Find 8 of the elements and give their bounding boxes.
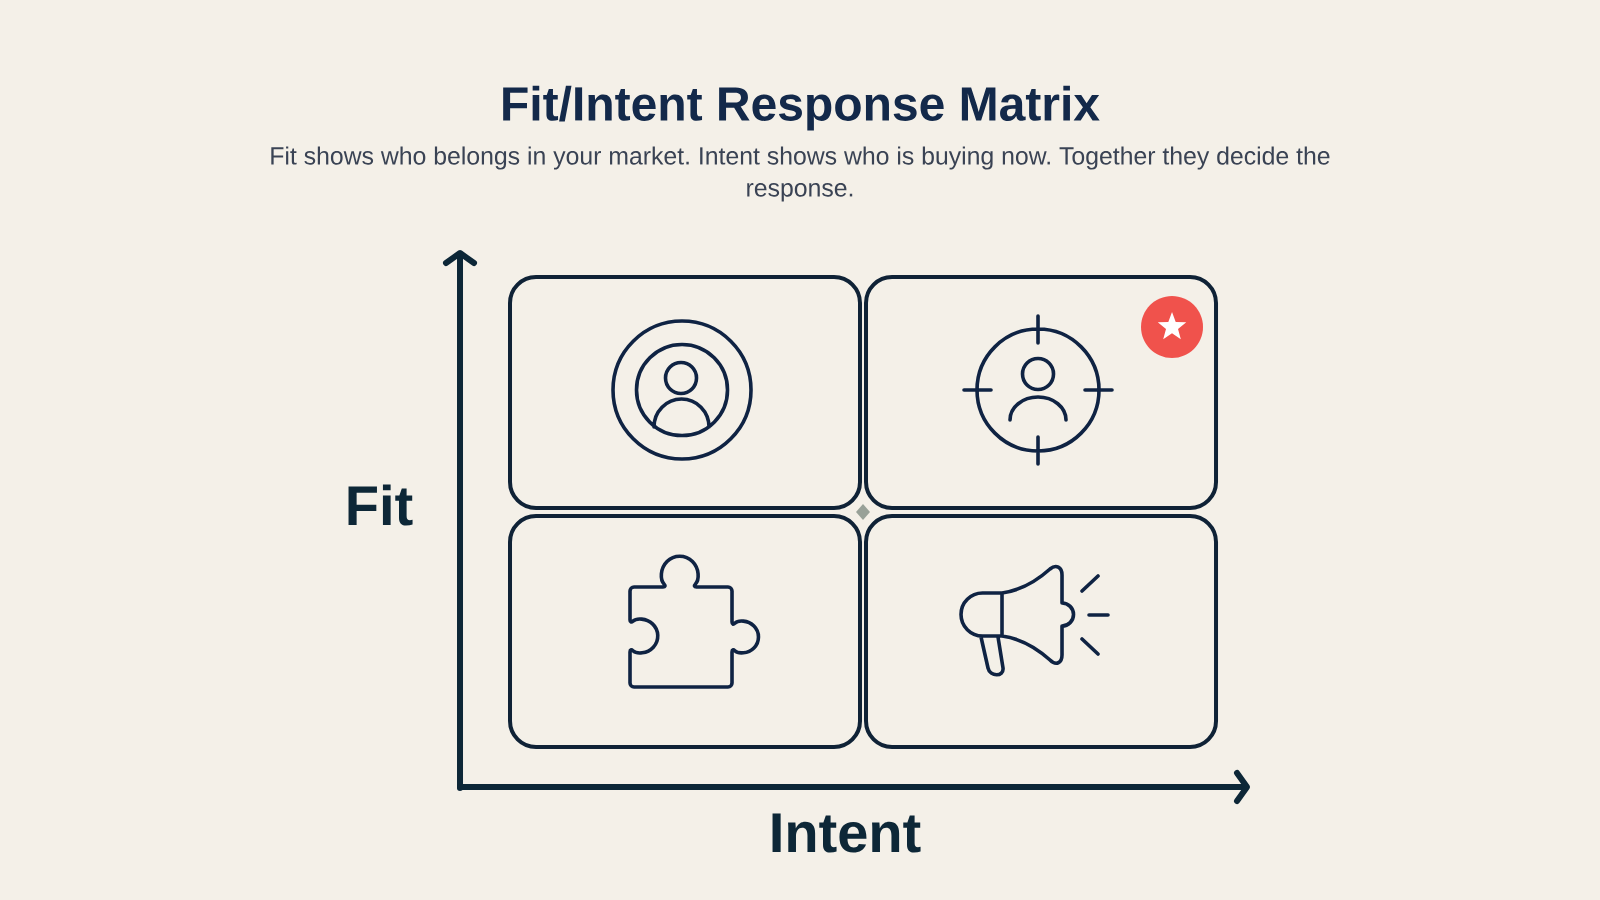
axis-label: Intent (772, 813, 921, 853)
axis-label: Fit (348, 484, 413, 526)
subtitle: Fit shows who belongs in your market. Intent shows who is buying now. Together they decide the response. (271, 146, 1330, 202)
quadrant-box (508, 275, 862, 510)
title: Fit/Intent Response Matrix (503, 85, 1100, 131)
quadrant-box (508, 514, 862, 749)
quadrant-box (864, 275, 1218, 510)
quadrant-box (864, 514, 1218, 749)
